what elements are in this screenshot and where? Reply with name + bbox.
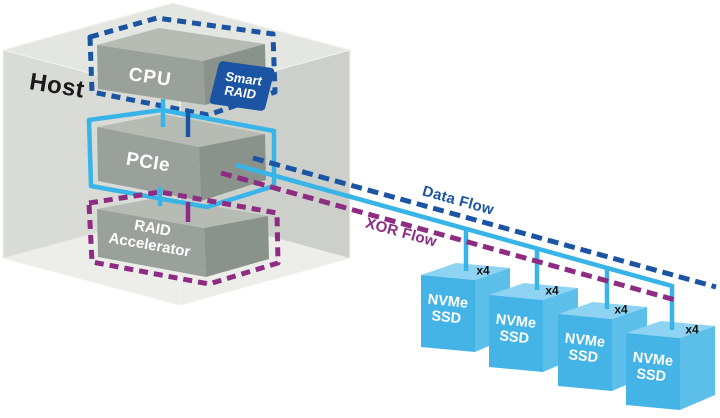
lane-label-4: x4: [685, 322, 699, 337]
ssd-side-face: [680, 326, 715, 410]
ssd-top-face: [489, 283, 578, 300]
ssd-front-face: [421, 275, 475, 352]
cpu-chip-front-face: [97, 45, 205, 105]
ssd-front-face: [626, 333, 680, 410]
ssd-front-face: [558, 314, 612, 391]
cpu-chip-top-face: [97, 28, 265, 61]
nvme-ssd-label-4: NVMe SSD: [630, 350, 674, 387]
nvme-ssd-label-1: NVMe SSD: [425, 292, 469, 329]
smart-raid-badge: Smart RAID: [208, 60, 276, 112]
pcie-chip-front-face: [97, 127, 201, 201]
nvme-ssd-label-2: NVMe SSD: [493, 312, 537, 349]
pcie-chip-side-face: [199, 134, 266, 201]
raid-accelerator-front-face: [97, 209, 206, 277]
raid-accelerator-chip: [97, 197, 269, 277]
pcie-chip: [97, 114, 266, 201]
raid-accelerator-side-face: [204, 216, 269, 277]
lane-label-2: x4: [545, 283, 559, 298]
data-flow-line: [252, 155, 717, 290]
cpu-dashed-outline: [87, 15, 278, 118]
raid-accelerator-top-face: [97, 197, 268, 228]
pcie-chip-top-face: [97, 114, 265, 147]
lane-label-1: x4: [476, 263, 490, 278]
nvme-ssd-label-3: NVMe SSD: [562, 331, 606, 368]
ssd-top-face: [421, 263, 510, 280]
xor-flow-line: [220, 170, 680, 304]
lane-label-3: x4: [614, 302, 628, 317]
raid-accelerator-dashed-outline: [86, 189, 281, 287]
smart-raid-badge-line2: RAID: [222, 82, 258, 102]
ssd-front-face: [489, 295, 543, 372]
pcie-bus-line: [235, 162, 675, 330]
ssd-top-face: [558, 302, 647, 319]
